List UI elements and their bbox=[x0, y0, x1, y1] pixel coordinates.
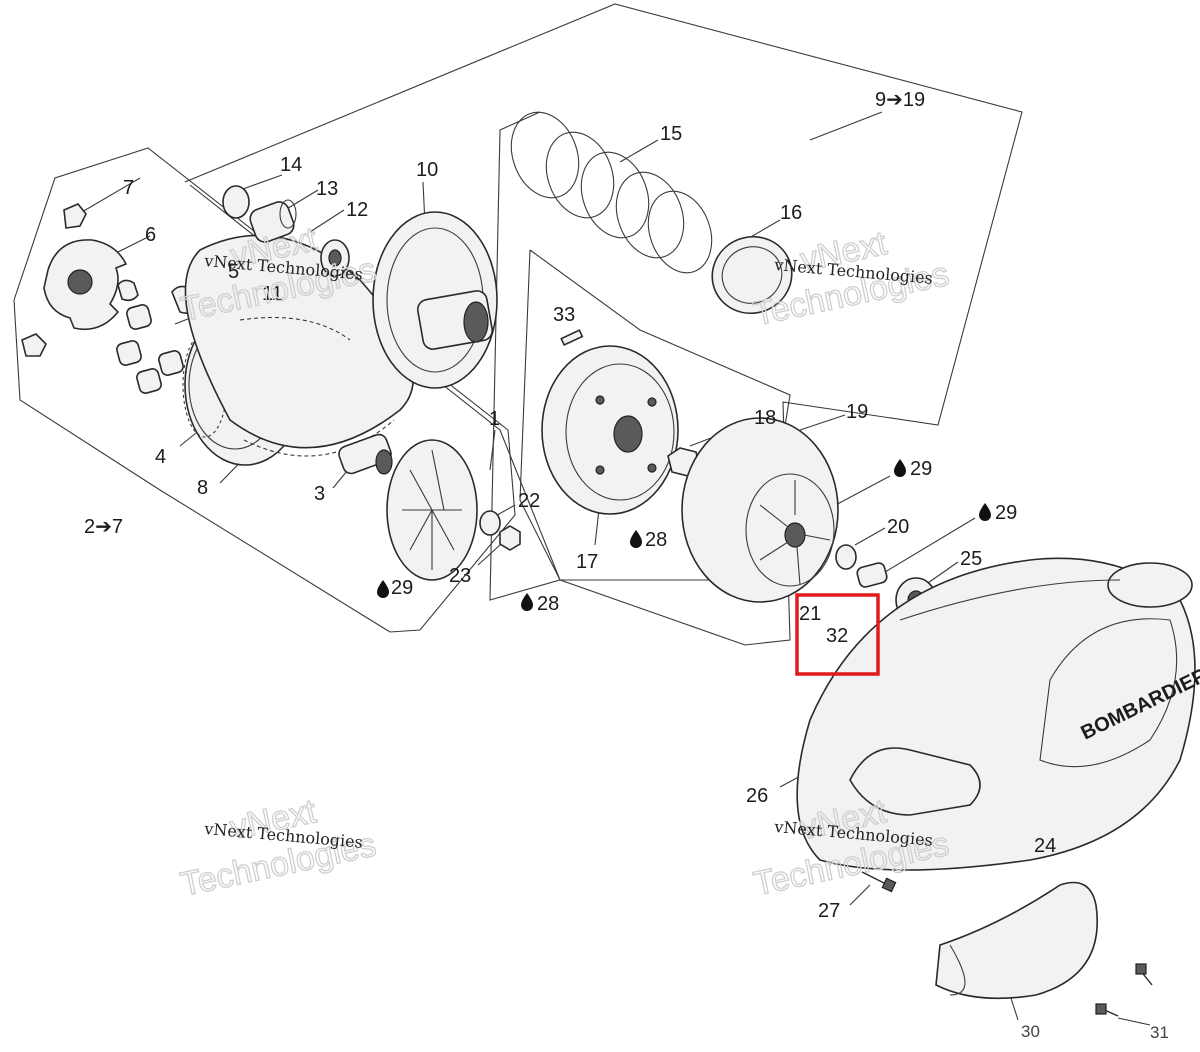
outline-group-2-7 bbox=[13, 147, 516, 633]
callout-16: 16 bbox=[780, 202, 802, 224]
part-14-circlip bbox=[222, 185, 250, 219]
part-21-spacer bbox=[856, 562, 888, 588]
part-22-washer bbox=[479, 510, 501, 536]
callout-4: 4 bbox=[155, 446, 166, 468]
part-31-bolts bbox=[1095, 963, 1153, 1017]
part-19-clutch-drum bbox=[681, 417, 839, 603]
part-12-bearing bbox=[320, 239, 350, 277]
part-30-air-duct bbox=[935, 881, 1098, 1000]
callout-23: 23 bbox=[449, 565, 471, 587]
part-17-clutch-shoe bbox=[541, 345, 679, 515]
callout-3: 3 bbox=[314, 483, 325, 505]
callout-33: 33 bbox=[553, 304, 575, 326]
part-1-fixed-drive-sheave bbox=[386, 439, 478, 581]
callout-29-a: 29 bbox=[391, 577, 413, 599]
callout-21: 21 bbox=[799, 603, 821, 625]
callout-30: 30 bbox=[1021, 1022, 1040, 1041]
callout-17: 17 bbox=[576, 551, 598, 573]
part-20-washer bbox=[835, 544, 857, 570]
callout-7: 7 bbox=[123, 177, 134, 199]
drop-icon bbox=[630, 530, 642, 548]
callout-11: 11 bbox=[262, 283, 283, 305]
callout-5: 5 bbox=[228, 261, 239, 283]
highlight-box-32 bbox=[795, 593, 880, 676]
callout-2-7: 2➔7 bbox=[84, 516, 123, 538]
drop-icon bbox=[979, 503, 991, 521]
part-16-sleeve bbox=[711, 235, 793, 315]
callout-27: 27 bbox=[818, 900, 840, 922]
part-7-slider-shoe-b bbox=[21, 333, 47, 357]
drop-icon bbox=[377, 580, 389, 598]
part-27-bolt bbox=[861, 871, 897, 893]
callout-10: 10 bbox=[416, 159, 438, 181]
part-7-slider-shoe bbox=[63, 203, 87, 229]
part-drawings: BOMBARDIER bbox=[21, 111, 1200, 1017]
callout-32: 32 bbox=[826, 625, 848, 647]
callout-26: 26 bbox=[746, 785, 768, 807]
callout-22: 22 bbox=[518, 490, 540, 512]
callout-13: 13 bbox=[316, 178, 338, 200]
callout-9-19: 9➔19 bbox=[875, 89, 925, 111]
part-15-spring bbox=[510, 111, 713, 274]
callout-1: 1 bbox=[489, 408, 500, 430]
callout-29-b: 29 bbox=[910, 458, 932, 480]
callout-14: 14 bbox=[280, 154, 302, 176]
callout-28-b: 28 bbox=[537, 593, 559, 615]
callout-25: 25 bbox=[960, 548, 982, 570]
lubricant-symbols bbox=[377, 459, 991, 611]
callout-8: 8 bbox=[197, 477, 208, 499]
part-23-nut bbox=[499, 525, 521, 551]
callout-6: 6 bbox=[145, 224, 156, 246]
callout-20: 20 bbox=[887, 516, 909, 538]
callout-24: 24 bbox=[1034, 835, 1056, 857]
drop-icon bbox=[521, 593, 533, 611]
part-33-clip bbox=[560, 329, 584, 347]
part-6-cam-plate bbox=[43, 239, 128, 331]
callout-28-a: 28 bbox=[645, 529, 667, 551]
callout-18: 18 bbox=[754, 407, 776, 429]
drop-icon bbox=[894, 459, 906, 477]
callout-15: 15 bbox=[660, 123, 682, 145]
part-8-drive-belt bbox=[184, 234, 415, 457]
callout-labels: 9➔19 2➔7 7 6 5 11 14 13 12 10 15 16 33 1… bbox=[84, 89, 1169, 1042]
callout-31: 31 bbox=[1150, 1023, 1169, 1042]
callout-19: 19 bbox=[846, 401, 868, 423]
callout-29-c: 29 bbox=[995, 502, 1017, 524]
group-outlines bbox=[13, 3, 1023, 646]
part-3-spacer-shaft bbox=[338, 433, 393, 475]
part-13-bushing bbox=[249, 199, 297, 243]
part-10-fixed-sheave bbox=[372, 211, 498, 389]
callout-12: 12 bbox=[346, 199, 368, 221]
part-24-cvt-cover: BOMBARDIER bbox=[796, 557, 1200, 871]
